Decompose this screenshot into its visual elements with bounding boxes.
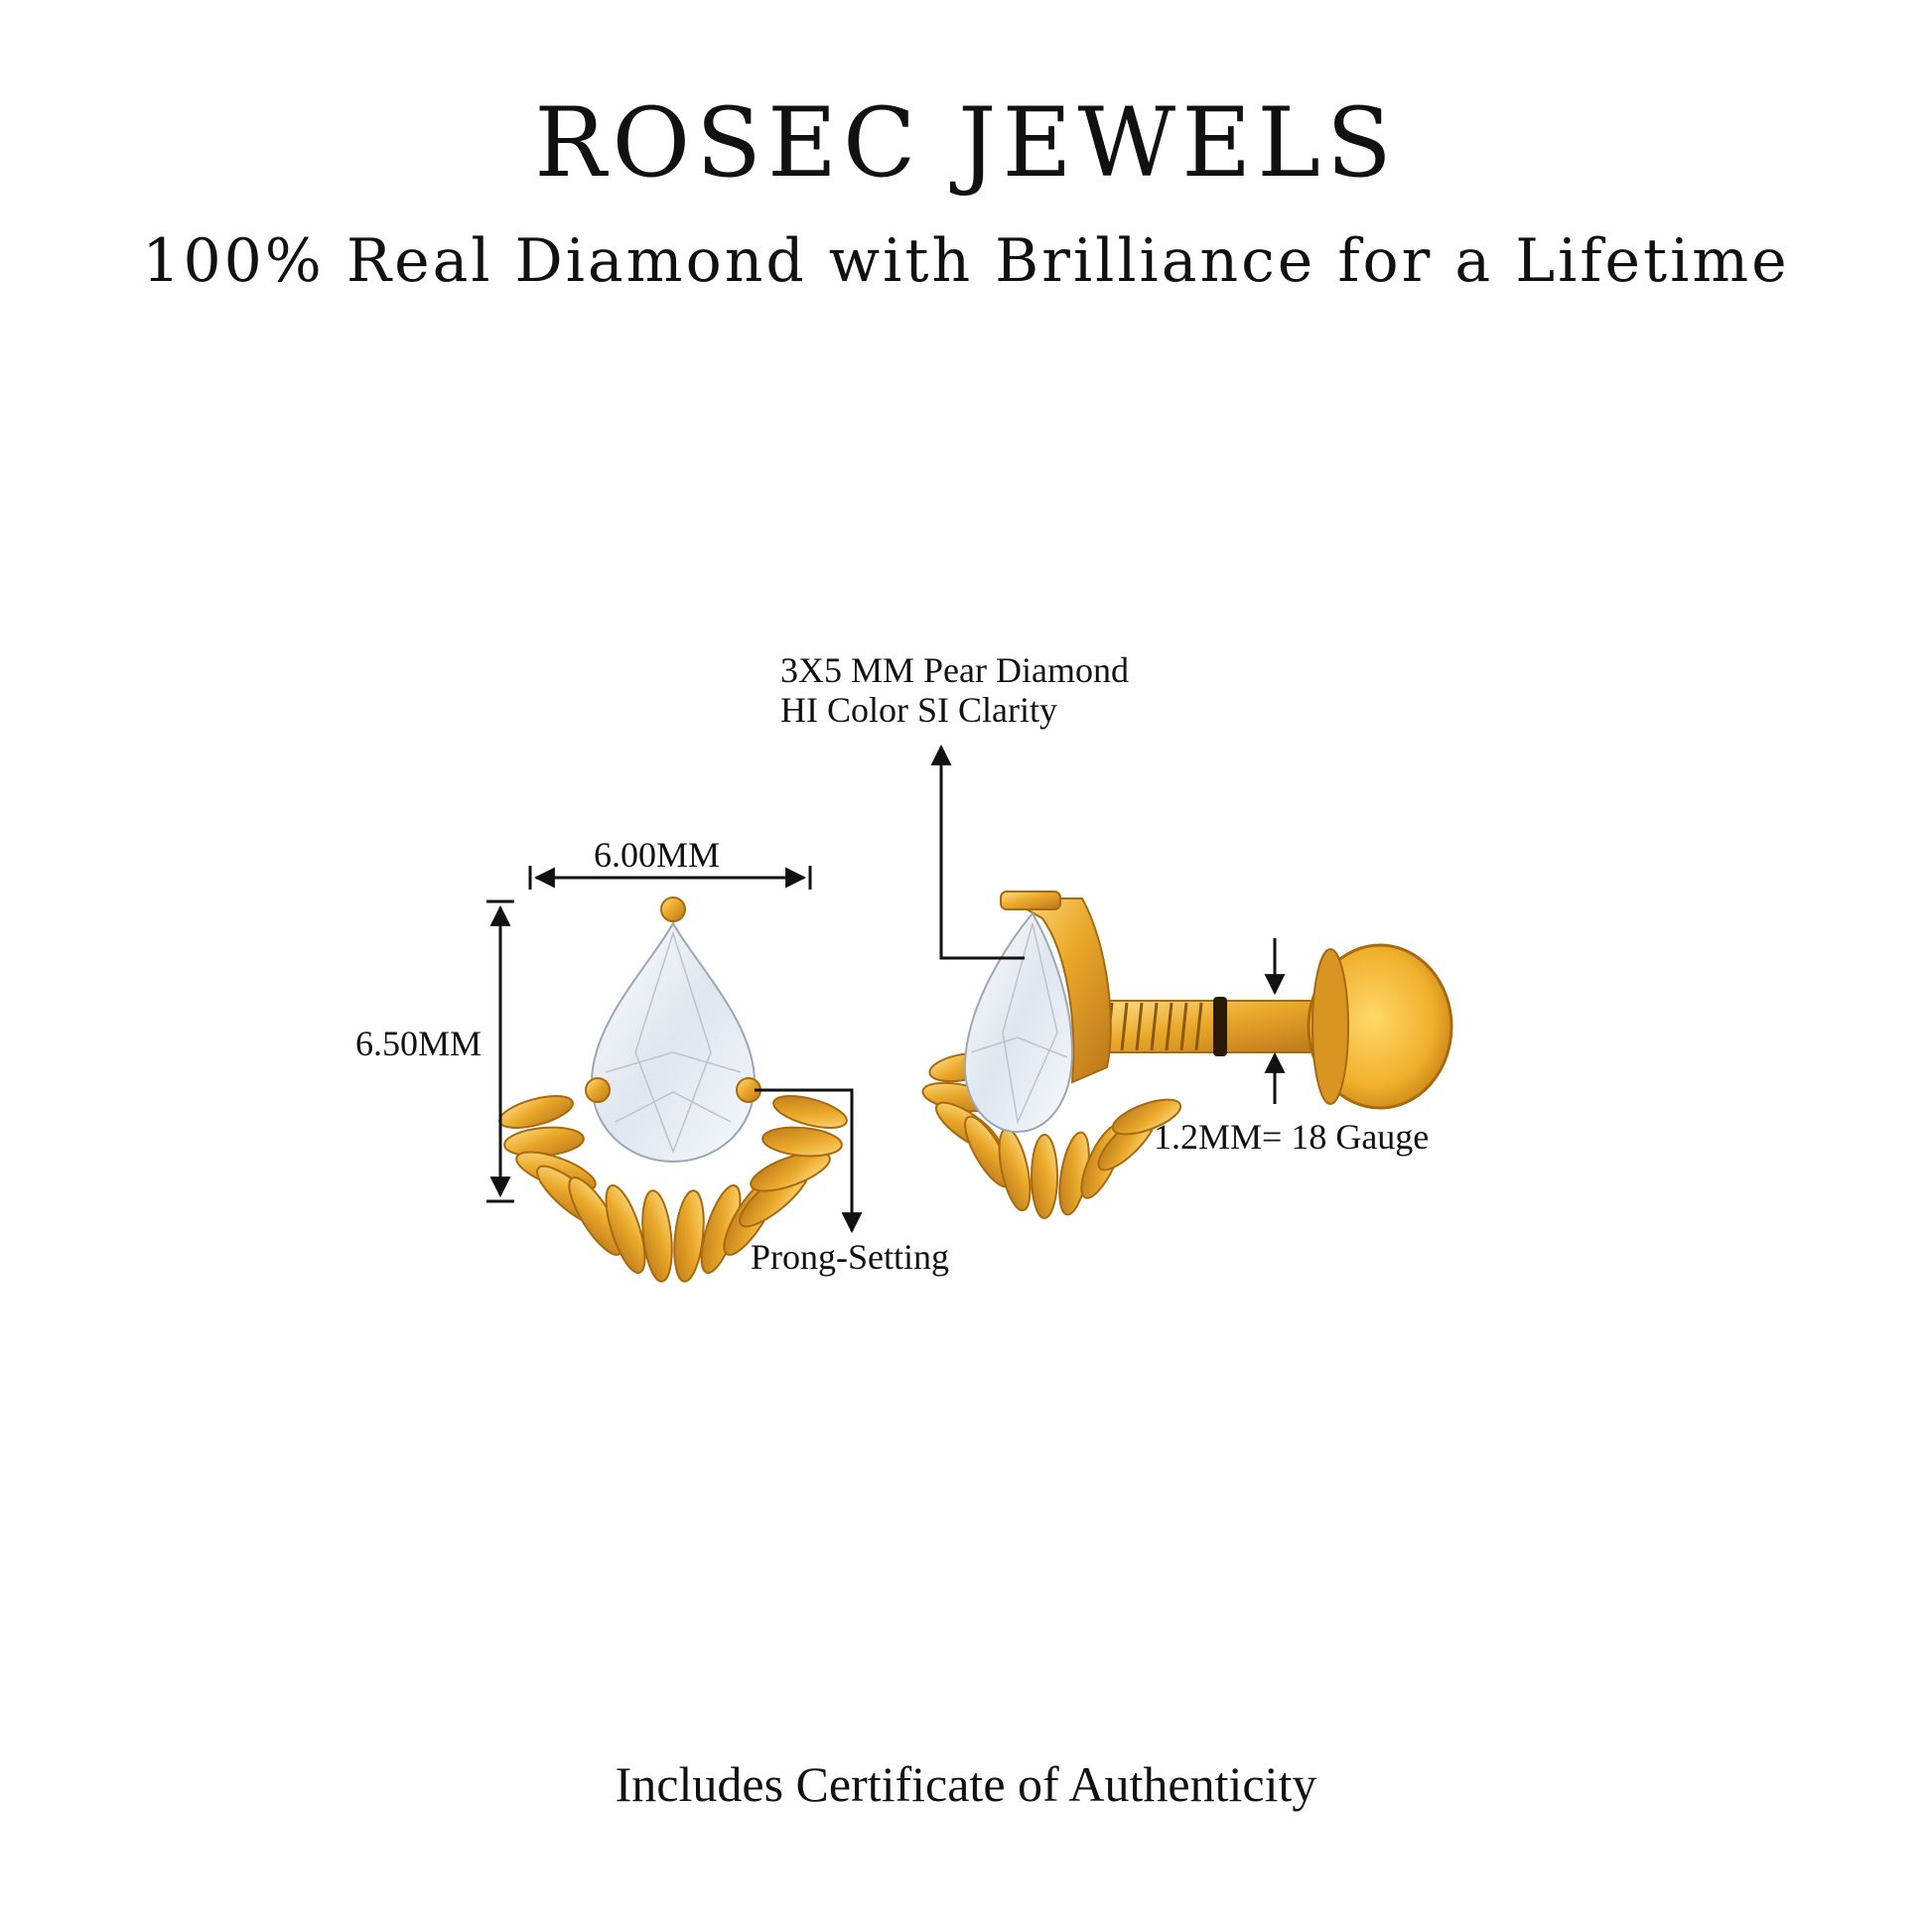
stone-spec-line1: 3X5 MM Pear Diamond bbox=[780, 650, 1129, 690]
prong-left bbox=[585, 1077, 611, 1103]
side-pear-diamond bbox=[963, 911, 1074, 1134]
pear-diamond bbox=[590, 920, 757, 1164]
width-dimension-label: 6.00MM bbox=[594, 835, 721, 875]
stone-spec-line2: HI Color SI Clarity bbox=[780, 690, 1057, 730]
height-dimension-label: 6.50MM bbox=[355, 1024, 483, 1063]
setting-label: Prong-Setting bbox=[751, 1237, 950, 1277]
earring-front-view bbox=[498, 897, 848, 1283]
prong-top bbox=[660, 897, 686, 922]
side-petal-fan bbox=[921, 1051, 1182, 1219]
brand-tagline: 100% Real Diamond with Brilliance for a … bbox=[142, 226, 1790, 296]
dimension-lines bbox=[486, 744, 1286, 1234]
certificate-note: Includes Certificate of Authenticity bbox=[615, 1756, 1317, 1812]
petal-fan bbox=[498, 1095, 848, 1283]
side-gold-frame bbox=[1004, 897, 1112, 1084]
brand-title: ROSEC JEWELS bbox=[534, 87, 1398, 199]
gauge-label: 1.2MM= 18 Gauge bbox=[1154, 1117, 1430, 1157]
diamond-facets bbox=[605, 930, 742, 1155]
post-threads bbox=[1105, 1002, 1203, 1051]
earring-side-view bbox=[921, 891, 1453, 1219]
